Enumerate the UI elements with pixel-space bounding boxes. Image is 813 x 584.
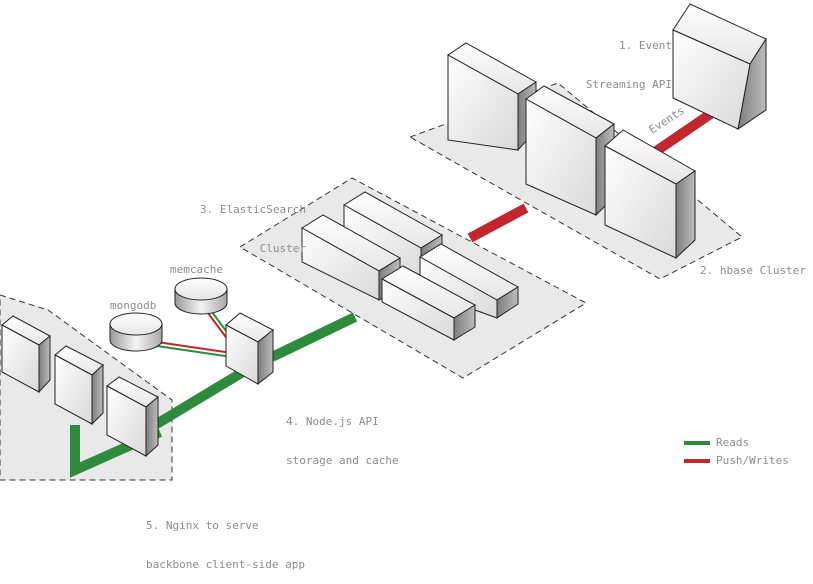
elasticsearch-cluster-label: 3. ElasticSearch Cluster bbox=[170, 177, 306, 268]
legend-writes-label: Push/Writes bbox=[716, 454, 789, 467]
nginx-label-line1: 5. Nginx to serve bbox=[146, 519, 259, 532]
mongodb-writes-link bbox=[149, 340, 233, 354]
elastic-to-node-reads-link bbox=[269, 312, 358, 362]
nginx-server-3 bbox=[106, 376, 159, 458]
mongodb-label: mongodb bbox=[110, 299, 157, 312]
legend-item-reads: Reads bbox=[684, 436, 749, 449]
reads-swatch bbox=[684, 440, 710, 445]
node-to-nginx-reads-link bbox=[152, 367, 246, 430]
mongodb-reads-link bbox=[149, 344, 233, 358]
events-writes-link bbox=[649, 108, 715, 159]
hbase-server-1 bbox=[447, 42, 537, 152]
elastic-node-4 bbox=[381, 265, 476, 341]
writes-swatch bbox=[684, 458, 710, 463]
nginx-server-2 bbox=[54, 345, 104, 426]
node-api-server bbox=[225, 312, 274, 386]
node-api-label: 4. Node.js API storage and cache bbox=[286, 389, 399, 480]
architecture-diagram: Events bbox=[0, 3, 767, 481]
elasticsearch-label-line1: 3. ElasticSearch bbox=[200, 203, 306, 216]
legend-item-writes: Push/Writes bbox=[684, 454, 789, 467]
memcache-label: memcache bbox=[170, 263, 223, 276]
legend-reads-label: Reads bbox=[716, 436, 750, 449]
nginx-server-1 bbox=[1, 315, 51, 394]
nginx-label: 5. Nginx to serve backbone client-side a… bbox=[146, 493, 305, 584]
hbase-to-elastic-writes-link bbox=[467, 203, 529, 243]
event-api-label-line1: 1. Event bbox=[619, 39, 672, 52]
node-api-label-line2: storage and cache bbox=[286, 454, 399, 467]
mongodb-database bbox=[109, 312, 163, 352]
hbase-cluster-label: 2. hbase Cluster bbox=[700, 264, 806, 277]
event-api-label: 1. Event Streaming API bbox=[560, 13, 672, 104]
hbase-server-3 bbox=[604, 129, 696, 260]
nginx-label-line2: backbone client-side app bbox=[146, 558, 305, 571]
event-api-server bbox=[672, 3, 767, 131]
elastic-node-3 bbox=[419, 243, 519, 319]
elasticsearch-label-line2: Cluster bbox=[259, 242, 306, 255]
node-api-label-line1: 4. Node.js API bbox=[286, 415, 379, 428]
memcache-database bbox=[174, 277, 228, 315]
event-api-label-line2: Streaming API bbox=[585, 78, 672, 91]
